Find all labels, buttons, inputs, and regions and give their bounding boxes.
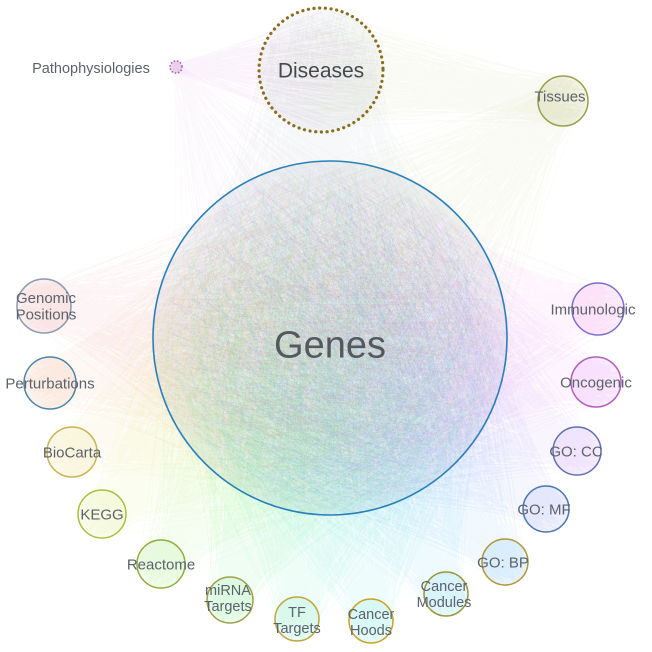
edge-bundle-genomic-positions-genes: [19, 168, 490, 509]
node-label-line: Immunologic: [550, 301, 636, 318]
edge-bundle-go-cc-genes: [165, 171, 599, 500]
node-fill-pathophysiologies: [170, 61, 182, 73]
node-label-perturbations: Perturbations: [5, 375, 94, 392]
edge-bundle-mirna-targets-genes: [168, 166, 496, 622]
node-label-line: Diseases: [278, 59, 364, 82]
edge-bundle-kegg-genes: [79, 167, 494, 537]
edge-bundle-tissues-diseases: [263, 9, 586, 128]
edge-bundle-cancer-hoods-genes: [167, 171, 500, 642]
node-label-line: GO: BP: [477, 554, 529, 571]
node-label-line: Cancer: [348, 607, 395, 623]
node-circle-oncogenic[interactable]: [570, 356, 622, 408]
node-label-line: Hoods: [350, 623, 392, 639]
node-label-line: GO: CC: [549, 443, 603, 460]
node-label-line: Positions: [16, 307, 77, 324]
edge-bundle-biocarta-genes: [49, 172, 494, 505]
edge-bundle-immunologic-genes: [161, 166, 623, 507]
node-label-immunologic: Immunologic: [550, 301, 636, 318]
node-label-line: BioCarta: [43, 444, 102, 461]
node-fill-go-mf: [523, 486, 569, 532]
node-label-line: Perturbations: [5, 375, 94, 392]
node-fill-reactome: [137, 540, 185, 588]
node-label-line: Reactome: [127, 556, 195, 573]
node-label-line: Modules: [417, 595, 472, 611]
node-label-line: Oncogenic: [560, 374, 632, 391]
node-circle-pathophysiologies[interactable]: [169, 60, 183, 74]
node-circle-genes[interactable]: [152, 160, 508, 516]
node-circle-diseases[interactable]: [257, 6, 385, 134]
node-label-line: TF: [288, 605, 306, 621]
node-circle-go-bp[interactable]: [481, 538, 529, 586]
node-fill-genomic-positions: [17, 279, 71, 333]
edge-bundle-pathophysiologies-genes: [170, 61, 490, 486]
node-circle-tissues[interactable]: [537, 75, 589, 127]
node-fill-immunologic: [572, 283, 624, 335]
node-label-oncogenic: Oncogenic: [560, 374, 632, 391]
node-circle-cancer-modules[interactable]: [423, 571, 469, 617]
node-label-line: Targets: [273, 621, 321, 637]
node-fill-diseases: [259, 8, 383, 132]
node-circle-reactome[interactable]: [136, 539, 186, 589]
node-label-line: Genomic: [16, 290, 77, 307]
edge-bundle-tf-targets-genes: [158, 167, 499, 640]
node-label-biocarta: BioCarta: [43, 444, 102, 461]
node-label-line: Genes: [274, 324, 386, 366]
node-fill-cancer-modules: [424, 572, 468, 616]
node-label-line: miRNA: [205, 583, 251, 599]
node-label-line: GO: MF: [517, 501, 570, 518]
node-circle-mirna-targets[interactable]: [206, 576, 254, 624]
node-circle-cancer-hoods[interactable]: [348, 598, 394, 644]
node-label-line: Cancer: [421, 579, 468, 595]
node-fill-tf-targets: [275, 597, 319, 641]
node-label-pathophysiologies: Pathophysiologies: [32, 61, 150, 77]
node-fill-biocarta: [47, 427, 97, 477]
node-circle-go-cc[interactable]: [552, 426, 602, 476]
edge-bundle-perturbations-genes: [25, 170, 499, 506]
node-circle-biocarta[interactable]: [46, 426, 98, 478]
node-label-tissues: Tissues: [534, 88, 585, 105]
node-label-line: Pathophysiologies: [32, 61, 150, 77]
edge-bundle-go-bp-genes: [161, 170, 527, 584]
node-fill-go-cc: [553, 427, 601, 475]
node-label-reactome: Reactome: [127, 556, 195, 573]
edge-bundle-cancer-modules-genes: [163, 168, 492, 615]
node-label-line: KEGG: [80, 506, 123, 523]
node-fill-mirna-targets: [207, 577, 253, 623]
node-circle-perturbations[interactable]: [23, 356, 77, 410]
node-circle-genomic-positions[interactable]: [16, 278, 72, 334]
node-label-go-mf: GO: MF: [517, 501, 570, 518]
node-circle-go-mf[interactable]: [522, 485, 570, 533]
edge-bundle-oncogenic-genes: [161, 176, 618, 502]
node-label-go-bp: GO: BP: [477, 554, 529, 571]
node-label-line: Tissues: [534, 88, 585, 105]
node-label-diseases: Diseases: [278, 59, 364, 82]
node-fill-kegg: [78, 490, 126, 538]
node-label-line: Targets: [204, 599, 252, 615]
node-circle-kegg[interactable]: [77, 489, 127, 539]
node-circle-tf-targets[interactable]: [274, 596, 320, 642]
node-circle-immunologic[interactable]: [571, 282, 625, 336]
edge-bundle-go-mf-genes: [163, 171, 568, 531]
node-fill-perturbations: [24, 357, 76, 409]
node-label-go-cc: GO: CC: [549, 443, 603, 460]
node-fill-go-bp: [482, 539, 528, 585]
node-label-genes: Genes: [274, 324, 386, 366]
node-fill-tissues: [538, 76, 588, 126]
node-fill-cancer-hoods: [349, 599, 393, 643]
node-fill-genes: [153, 161, 507, 515]
node-fill-oncogenic: [571, 357, 621, 407]
node-label-kegg: KEGG: [80, 506, 123, 523]
edge-bundle-pathophysiologies-diseases: [171, 10, 380, 130]
